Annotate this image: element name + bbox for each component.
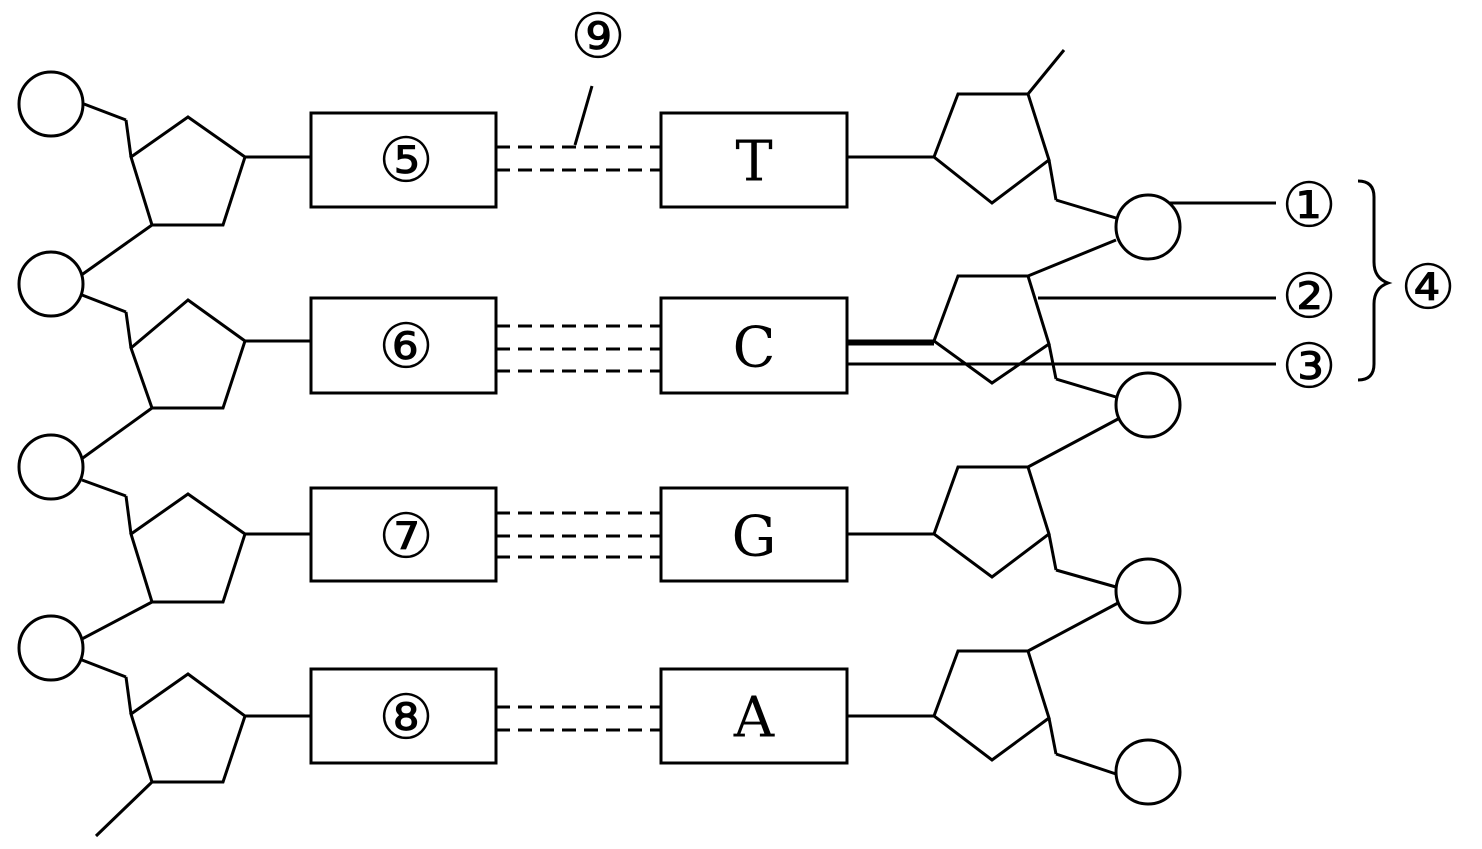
- hydrogen-bond-pointer: [573, 85, 594, 146]
- phosphate-circle: [1114, 371, 1182, 439]
- hydrogen-bond-label: ⑨: [570, 0, 626, 73]
- group-label: ④: [1400, 251, 1456, 324]
- phosphate-circle: [1114, 193, 1182, 261]
- left-base-label: ⑥: [378, 310, 434, 383]
- phosphate-circle: [17, 433, 85, 501]
- right-base-letter: T: [735, 130, 772, 195]
- grouping-brace: [1357, 179, 1393, 382]
- deoxyribose-pentagon: [129, 298, 247, 410]
- right-base-letter: A: [733, 686, 775, 751]
- left-backbone: [79, 102, 154, 838]
- deoxyribose-pentagon: [129, 115, 247, 227]
- left-base-label: ⑧: [378, 681, 434, 754]
- left-base-label: ⑦: [378, 500, 434, 573]
- hydrogen-bonds-pair-3: [496, 511, 661, 559]
- right-base-letter: C: [733, 316, 776, 381]
- left-base-box: [309, 296, 498, 395]
- side-label-2: ②: [1281, 260, 1337, 333]
- right-base-box: [659, 667, 849, 765]
- phosphate-circle: [17, 70, 85, 138]
- phosphate-circle: [17, 250, 85, 318]
- deoxyribose-pentagon: [932, 274, 1051, 385]
- right-base-box: [659, 111, 849, 209]
- phosphate-circle: [17, 614, 85, 682]
- left-base-box: [309, 667, 498, 765]
- side-label-1: ①: [1281, 169, 1337, 242]
- phosphate-circle: [1114, 738, 1182, 806]
- side-label-3: ③: [1281, 330, 1337, 403]
- deoxyribose-pentagon: [932, 92, 1051, 205]
- deoxyribose-pentagon: [129, 492, 247, 604]
- right-base-box: [659, 296, 849, 395]
- phosphate-circle: [1114, 557, 1182, 625]
- left-base-box: [309, 111, 498, 209]
- deoxyribose-pentagon: [129, 672, 247, 784]
- hydrogen-bonds-pair-4: [496, 705, 661, 732]
- right-backbone: [1026, 49, 1119, 776]
- left-base-label: ⑤: [378, 124, 434, 197]
- deoxyribose-pentagon: [932, 465, 1051, 579]
- hydrogen-bonds-pair-1: [496, 145, 661, 172]
- left-base-box: [309, 486, 498, 583]
- deoxyribose-pentagon: [932, 649, 1051, 762]
- hydrogen-bonds-pair-2: [496, 324, 661, 373]
- right-base-letter: G: [732, 505, 777, 570]
